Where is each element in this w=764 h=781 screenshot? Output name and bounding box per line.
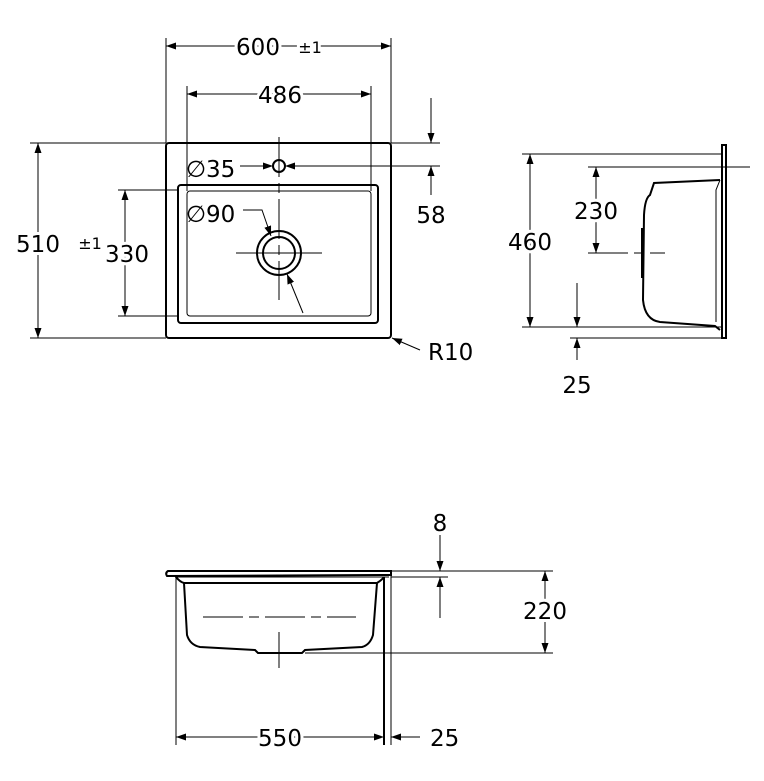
label-radius: R10	[428, 340, 473, 366]
side-view: 460 230 25	[505, 144, 750, 399]
dim-depth: 510	[16, 232, 60, 258]
dim-width: 600	[236, 35, 280, 61]
dim-inner-width: 486	[258, 83, 302, 109]
dim-side-depth: 460	[508, 230, 552, 256]
front-basin-outline	[175, 576, 385, 654]
dim-height: 220	[523, 599, 567, 625]
dim-side-offset: 25	[430, 726, 459, 752]
label-drain: ∅90	[186, 202, 235, 228]
top-view: 600 ±1 486 510 ±1 330 58 ∅35 ∅90 R10	[13, 32, 473, 366]
rim-plate	[721, 144, 727, 339]
dim-rim: 8	[433, 511, 448, 537]
dim-tap-offset: 58	[416, 203, 445, 229]
dim-bowl-width: 550	[258, 726, 302, 752]
front-view: 8 220 550 25	[165, 511, 570, 755]
dim-width-tolerance: ±1	[298, 38, 322, 57]
front-rim	[165, 570, 392, 578]
dim-depth-tolerance: ±1	[78, 234, 102, 253]
side-basin-outline	[641, 179, 721, 331]
dim-rim-offset: 25	[562, 373, 591, 399]
dim-drain-offset: 230	[574, 199, 618, 225]
dim-inner-depth: 330	[105, 242, 149, 268]
basin-outer	[177, 184, 379, 324]
label-tap-hole: ∅35	[186, 157, 235, 183]
